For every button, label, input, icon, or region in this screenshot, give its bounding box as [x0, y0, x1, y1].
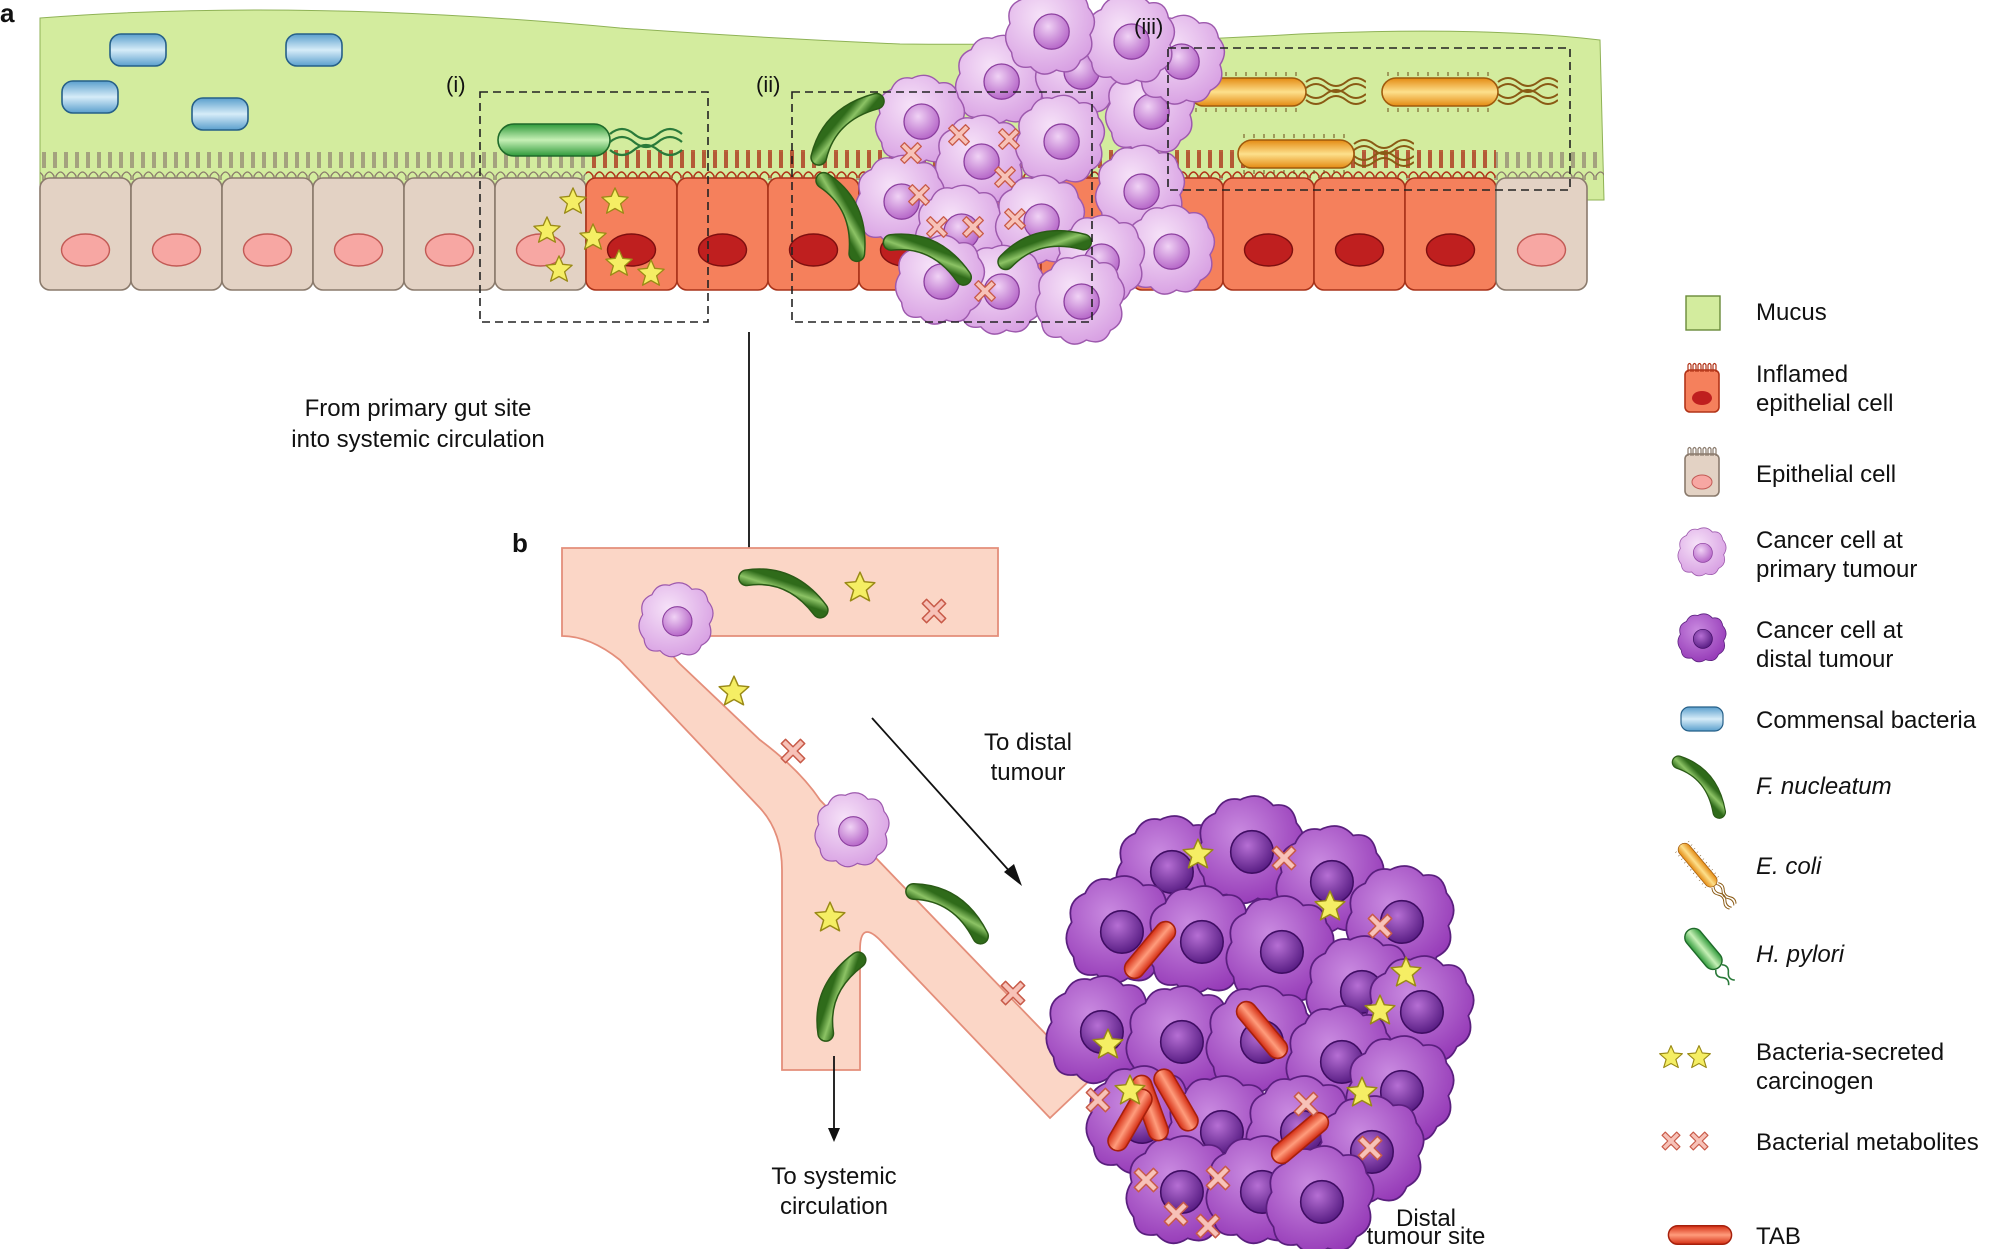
arrow-to-systemic [828, 1056, 840, 1142]
epithelial-cell [221, 177, 314, 291]
legend-swatch-tab [1667, 1224, 1733, 1246]
inset-label-ii: (ii) [756, 72, 780, 97]
inflamed-epithelial-cell [1313, 150, 1406, 291]
inset-ii-box [791, 91, 1093, 323]
legend-swatch-epithelial [1684, 446, 1720, 497]
cancer-cell-primary [814, 792, 890, 868]
distal-site-label-2: tumour site [1367, 1223, 1486, 1249]
legend-label-mucus: Mucus [1756, 299, 1827, 326]
legend-swatch-commensal [1680, 706, 1724, 732]
to-systemic-label-1: To systemic [771, 1163, 896, 1190]
inset-i-box [479, 91, 709, 323]
legend-label-tab: TAB [1756, 1223, 1801, 1249]
commensal-bacterium [285, 33, 343, 67]
inset-label-i: (i) [446, 72, 466, 97]
from-primary-label-2: into systemic circulation [291, 426, 544, 453]
commensal-bacterium [191, 97, 249, 131]
arrow-to-distal [871, 717, 1022, 886]
legend: Mucus Inflamed epithelial cell Epithelia… [1659, 295, 1979, 1249]
legend-swatch-f-nucleatum [1674, 758, 1728, 812]
epithelial-cell [130, 177, 223, 291]
legend-label-cancer-distal-2: distal tumour [1756, 646, 1893, 673]
legend-swatch-inflamed [1684, 362, 1720, 413]
distal-site-label-1: Distal [1396, 1205, 1456, 1232]
legend-label-inflamed-1: Inflamed [1756, 361, 1848, 388]
commensal-bacterium [109, 33, 167, 67]
inset-label-iii: (iii) [1134, 14, 1163, 39]
h-pylori-bacterium [497, 123, 683, 157]
legend-swatch-metabolites [1661, 1131, 1709, 1151]
to-systemic-label-2: circulation [780, 1193, 888, 1220]
arrow-down-to-vessel [743, 332, 755, 568]
from-primary-label-1: From primary gut site [305, 395, 532, 422]
legend-swatch-e-coli [1672, 838, 1740, 913]
inflamed-epithelial-cell [1404, 150, 1497, 291]
legend-label-cancer-primary-1: Cancer cell at [1756, 527, 1903, 554]
legend-label-cancer-primary-2: primary tumour [1756, 556, 1917, 583]
epithelial-cell [312, 177, 405, 291]
panel-a: a (i) (ii) (iii) [0, 0, 1605, 345]
inflamed-epithelial-cell [1222, 150, 1315, 291]
epithelial-cell [39, 177, 132, 291]
epithelial-cell [403, 177, 496, 291]
inflamed-epithelial-cell [676, 150, 769, 291]
distal-tumour [1045, 795, 1475, 1249]
panel-label-a: a [0, 0, 15, 28]
legend-swatch-h-pylori [1684, 927, 1735, 986]
legend-swatch-carcinogen [1659, 1045, 1711, 1069]
legend-label-e-coli: E. coli [1756, 853, 1822, 880]
to-distal-label-2: tumour [991, 759, 1066, 786]
legend-label-cancer-distal-1: Cancer cell at [1756, 617, 1903, 644]
metabolite-mark [780, 738, 806, 764]
legend-label-carcinogen-1: Bacteria-secreted [1756, 1039, 1944, 1066]
legend-label-carcinogen-2: carcinogen [1756, 1068, 1873, 1095]
panel-label-b: b [512, 528, 528, 558]
legend-swatch-cancer-distal [1677, 613, 1727, 663]
legend-swatch-mucus [1685, 295, 1721, 331]
legend-label-commensal: Commensal bacteria [1756, 707, 1977, 734]
epithelial-cell [1495, 177, 1588, 291]
legend-swatch-cancer-primary [1677, 527, 1727, 577]
to-distal-label-1: To distal [984, 729, 1072, 756]
inset-iii-box [1167, 47, 1571, 191]
carcinogen-star [718, 675, 750, 706]
panel-b: b To distal tumour To systemic circulati… [512, 528, 1485, 1249]
legend-label-epithelial: Epithelial cell [1756, 461, 1896, 488]
legend-label-inflamed-2: epithelial cell [1756, 390, 1893, 417]
legend-label-h-pylori: H. pylori [1756, 941, 1845, 968]
legend-label-f-nucleatum: F. nucleatum [1756, 773, 1892, 800]
commensal-bacterium [61, 80, 119, 114]
legend-label-metabolites: Bacterial metabolites [1756, 1129, 1979, 1156]
